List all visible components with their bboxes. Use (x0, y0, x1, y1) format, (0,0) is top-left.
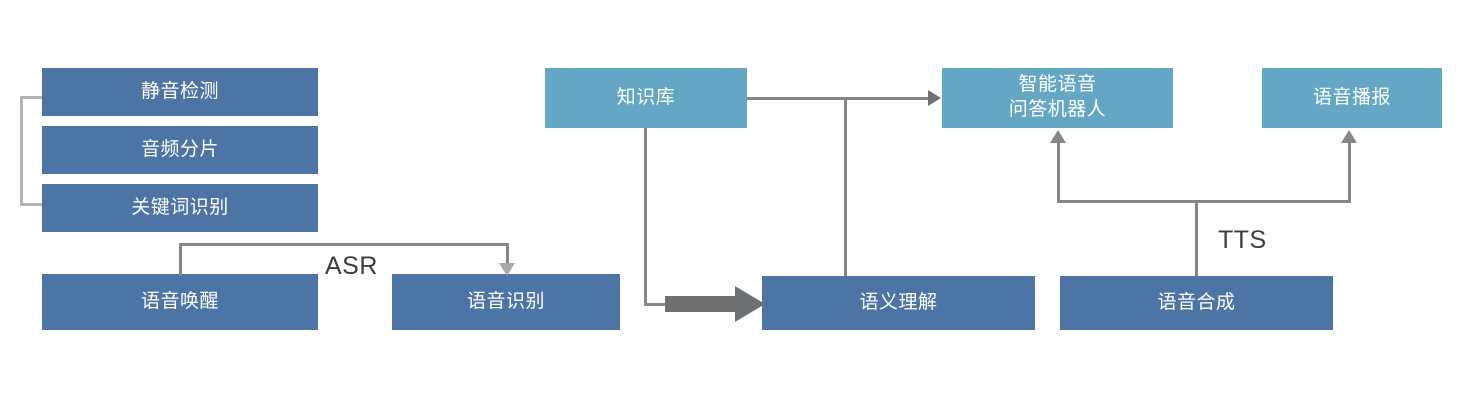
edge-kb-to-semantic-stub (644, 303, 670, 306)
group-bracket-audio-frontend (20, 96, 44, 206)
node-label-line1: 智能语音 (1018, 74, 1097, 96)
edge-kb-down-riser (644, 128, 647, 306)
node-speech-synthesis[interactable]: 语音合成 (1060, 276, 1333, 330)
arrowhead-into-qa-robot-from-tts (1050, 130, 1066, 143)
edge-tts-span (1057, 200, 1351, 203)
node-speech-recognition[interactable]: 语音识别 (392, 274, 620, 330)
arrowhead-into-qa-robot (928, 90, 941, 106)
node-label: 语义理解 (859, 291, 938, 313)
edge-wakeup-to-asr-riser (179, 243, 182, 276)
node-label: 语音唤醒 (140, 290, 219, 312)
edge-wakeup-to-asr-span (179, 243, 509, 246)
edge-kb-to-qarobot-line (747, 97, 933, 100)
node-audio-segmentation[interactable]: 音频分片 (42, 126, 318, 174)
arrowhead-into-voice-broadcast (1341, 130, 1357, 143)
node-label: 音频分片 (140, 138, 219, 160)
edge-tts-right-branch (1348, 142, 1351, 200)
node-label: 语音识别 (466, 290, 545, 312)
node-voice-wakeup[interactable]: 语音唤醒 (42, 274, 318, 330)
edge-wakeup-to-asr-drop (506, 243, 509, 265)
node-label-multiline: 智能语音 问答机器人 (1009, 73, 1107, 122)
node-semantic-understanding[interactable]: 语义理解 (762, 276, 1035, 330)
node-knowledge-base[interactable]: 知识库 (545, 68, 747, 128)
edge-label-tts: TTS (1218, 226, 1267, 254)
edge-tts-riser (1195, 200, 1198, 276)
edge-label-asr: ASR (325, 252, 378, 280)
arrowhead-into-speech-recognition (499, 263, 515, 276)
node-keyword-spotting[interactable]: 关键词识别 (42, 184, 318, 232)
node-label: 静音检测 (140, 80, 219, 102)
node-label: 知识库 (616, 86, 676, 108)
node-label: 关键词识别 (131, 196, 229, 218)
node-silence-detection[interactable]: 静音检测 (42, 68, 318, 116)
node-qa-robot[interactable]: 智能语音 问答机器人 (942, 68, 1173, 128)
edge-semantic-to-kb-line-riser (844, 97, 847, 276)
node-label: 语音合成 (1157, 291, 1236, 313)
node-label: 语音播报 (1312, 86, 1391, 108)
edge-tts-left-branch (1057, 142, 1060, 200)
node-label-line2: 问答机器人 (1008, 99, 1107, 120)
block-arrow-into-semantic-understanding (665, 286, 765, 327)
node-voice-broadcast[interactable]: 语音播报 (1262, 68, 1442, 128)
